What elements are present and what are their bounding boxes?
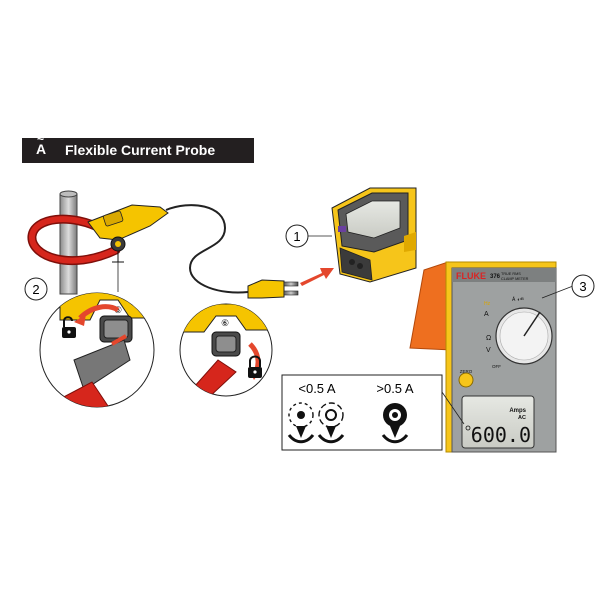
svg-text:V: V [486, 347, 491, 354]
conductor-pole [59, 190, 78, 295]
svg-text:CLAMP METER: CLAMP METER [501, 277, 529, 281]
unlock-inset: ⑥ [39, 262, 155, 408]
probe-head [87, 204, 169, 263]
threshold-high-label: >0.5 A [376, 381, 414, 396]
ac-current-icon: ~A [36, 132, 47, 157]
clamp-meter: FLUKE 376 TRUE RMS CLAMP METER Hz A Ω V … [409, 261, 557, 453]
svg-text:Ω: Ω [486, 335, 491, 342]
svg-text:TRUE RMS: TRUE RMS [501, 272, 521, 276]
svg-text:1: 1 [293, 229, 300, 244]
meter-brand: FLUKE [456, 271, 486, 281]
callout-3: 3 [541, 274, 595, 299]
threshold-low-label: <0.5 A [298, 381, 336, 396]
svg-text:Hz: Hz [484, 301, 491, 307]
svg-text:ZERO: ZERO [460, 369, 473, 374]
threshold-indicator-box: <0.5 A >0.5 A [281, 374, 465, 451]
svg-text:Amps: Amps [509, 408, 526, 414]
lock-inset: ⑥ [179, 303, 273, 397]
connector-plug [247, 279, 299, 299]
meter-display-value: 600.0 [471, 423, 531, 447]
probe-cable [165, 204, 249, 294]
lock-icon [248, 355, 262, 378]
svg-text:3: 3 [579, 279, 586, 294]
svg-text:OFF: OFF [492, 364, 501, 369]
callout-1: 1 [285, 224, 332, 248]
svg-text:2: 2 [32, 282, 39, 297]
solid-ring-icon [381, 403, 409, 444]
meter-top-view [331, 187, 417, 283]
section-header: ~A Flexible Current Probe [22, 132, 254, 163]
blinking-ring-icon [287, 402, 315, 444]
svg-text:Ā ◖ᵈᴮ: Ā ◖ᵈᴮ [512, 296, 524, 303]
svg-text:⑥: ⑥ [221, 318, 229, 328]
section-title: Flexible Current Probe [65, 142, 216, 158]
insert-arrow [300, 268, 334, 286]
svg-text:AC: AC [518, 415, 526, 421]
svg-text:A: A [484, 311, 489, 318]
unlock-icon [62, 316, 76, 338]
flexible-coil [27, 214, 121, 266]
svg-text:376: 376 [490, 274, 501, 280]
partial-ring-icon [317, 402, 345, 444]
callout-2: 2 [24, 277, 48, 301]
